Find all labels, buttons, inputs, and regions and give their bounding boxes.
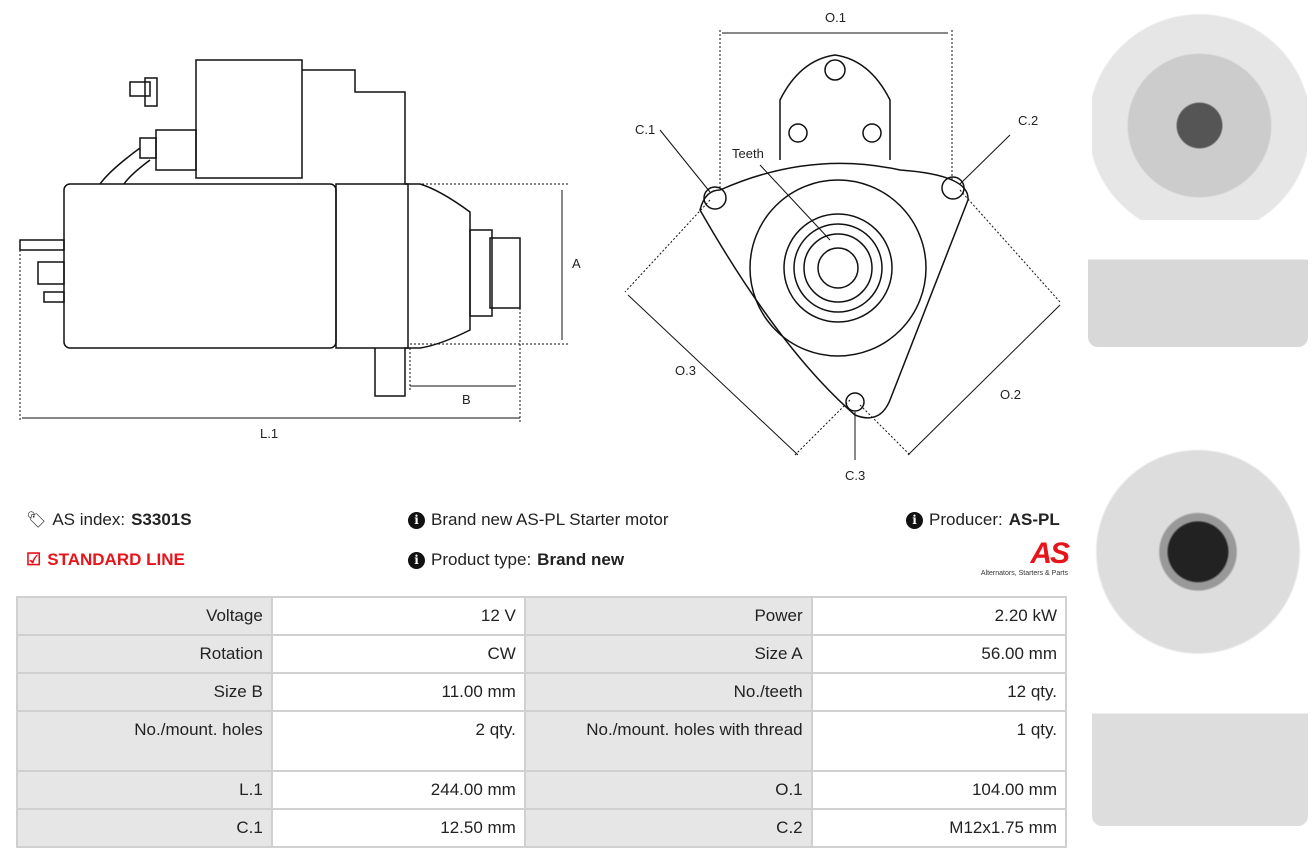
checkbox-icon: ☑ <box>26 550 42 569</box>
spec-value: CW <box>270 634 526 674</box>
standard-line-badge: ☑ STANDARD LINE <box>26 550 185 569</box>
spec-value: M12x1.75 mm <box>810 808 1068 848</box>
spec-value: 12.50 mm <box>270 808 526 848</box>
spec-label: Power <box>523 596 813 636</box>
dim-o2-label: O.2 <box>1000 387 1021 402</box>
dim-o3-label: O.3 <box>675 363 696 378</box>
spec-value: 1 qty. <box>810 710 1068 772</box>
product-photo-label <box>1092 676 1308 826</box>
spec-value: 12 V <box>270 596 526 636</box>
dim-l1-label: L.1 <box>260 426 278 441</box>
spec-label: No./mount. holes with thread <box>523 710 813 772</box>
dim-a-label: A <box>572 256 581 271</box>
spec-value: 244.00 mm <box>270 770 526 810</box>
spec-label: C.2 <box>523 808 813 848</box>
side-view-drawing: A B L.1 <box>19 59 581 441</box>
front-view-drawing: O.1 O.2 O.3 C.1 C.2 C.3 Teeth <box>624 10 1061 483</box>
spec-label: Rotation <box>16 634 273 674</box>
spec-label: No./mount. holes <box>16 710 273 772</box>
dim-c3-label: C.3 <box>845 468 865 483</box>
as-index-value: S3301S <box>131 510 192 529</box>
teeth-label: Teeth <box>732 146 764 161</box>
producer: i Producer: AS-PL <box>906 510 1060 530</box>
dim-c2-label: C.2 <box>1018 113 1038 128</box>
tags-icon: 🏷 <box>26 512 47 529</box>
spec-value: 56.00 mm <box>810 634 1068 674</box>
spec-label: O.1 <box>523 770 813 810</box>
spec-label: Size B <box>16 672 273 712</box>
spec-value: 2.20 kW <box>810 596 1068 636</box>
dim-c1-label: C.1 <box>635 122 655 137</box>
spec-label: No./teeth <box>523 672 813 712</box>
spec-value: 12 qty. <box>810 672 1068 712</box>
spec-label: Size A <box>523 634 813 674</box>
dim-b-label: B <box>462 392 471 407</box>
dim-o1-label: O.1 <box>825 10 846 25</box>
spec-label: C.1 <box>16 808 273 848</box>
product-photo-side <box>1088 222 1308 347</box>
info-icon: i <box>408 511 425 529</box>
spec-value: 2 qty. <box>270 710 526 772</box>
spec-label: Voltage <box>16 596 273 636</box>
spec-value: 104.00 mm <box>810 770 1068 810</box>
as-index: 🏷 AS index: S3301S <box>26 510 192 529</box>
product-photo-rear <box>1090 372 1306 662</box>
description: i Brand new AS-PL Starter motor <box>408 510 668 530</box>
as-pl-logo: AS Alternators, Starters & Parts <box>980 537 1070 578</box>
product-type: i Product type: Brand new <box>408 550 624 570</box>
info-icon: i <box>408 551 425 569</box>
spec-value: 11.00 mm <box>270 672 526 712</box>
product-photo-front <box>1092 10 1307 220</box>
spec-label: L.1 <box>16 770 273 810</box>
info-icon: i <box>906 511 923 529</box>
